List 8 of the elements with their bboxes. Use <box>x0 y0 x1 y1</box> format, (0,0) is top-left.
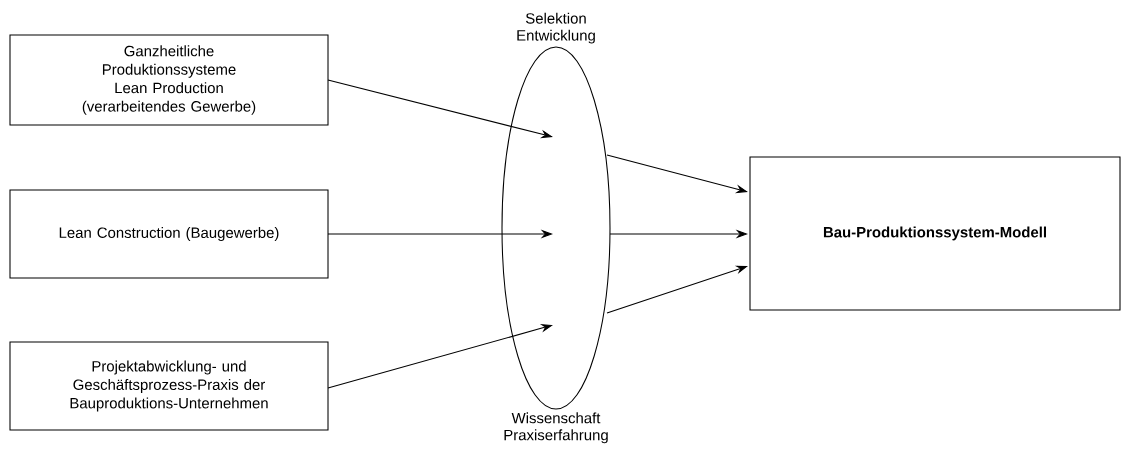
arrow <box>327 324 553 389</box>
process-box: Bau-Produktionssystem-Modell <box>749 156 1121 311</box>
process-box: Ganzheitliche Produktionssysteme Lean Production (verarbeitendes Gewerbe) <box>9 34 329 126</box>
process-box: Projektabwicklung- und Geschäftsprozess-Praxis der Bauproduktions-Unternehmen <box>9 341 329 431</box>
ellipse-label: Wissenschaft Praxiserfahrung <box>504 412 608 444</box>
ellipse-label: Selektion Entwicklung <box>517 12 595 44</box>
process-box: Lean Construction (Baugewerbe) <box>9 189 329 279</box>
arrow <box>606 265 748 314</box>
